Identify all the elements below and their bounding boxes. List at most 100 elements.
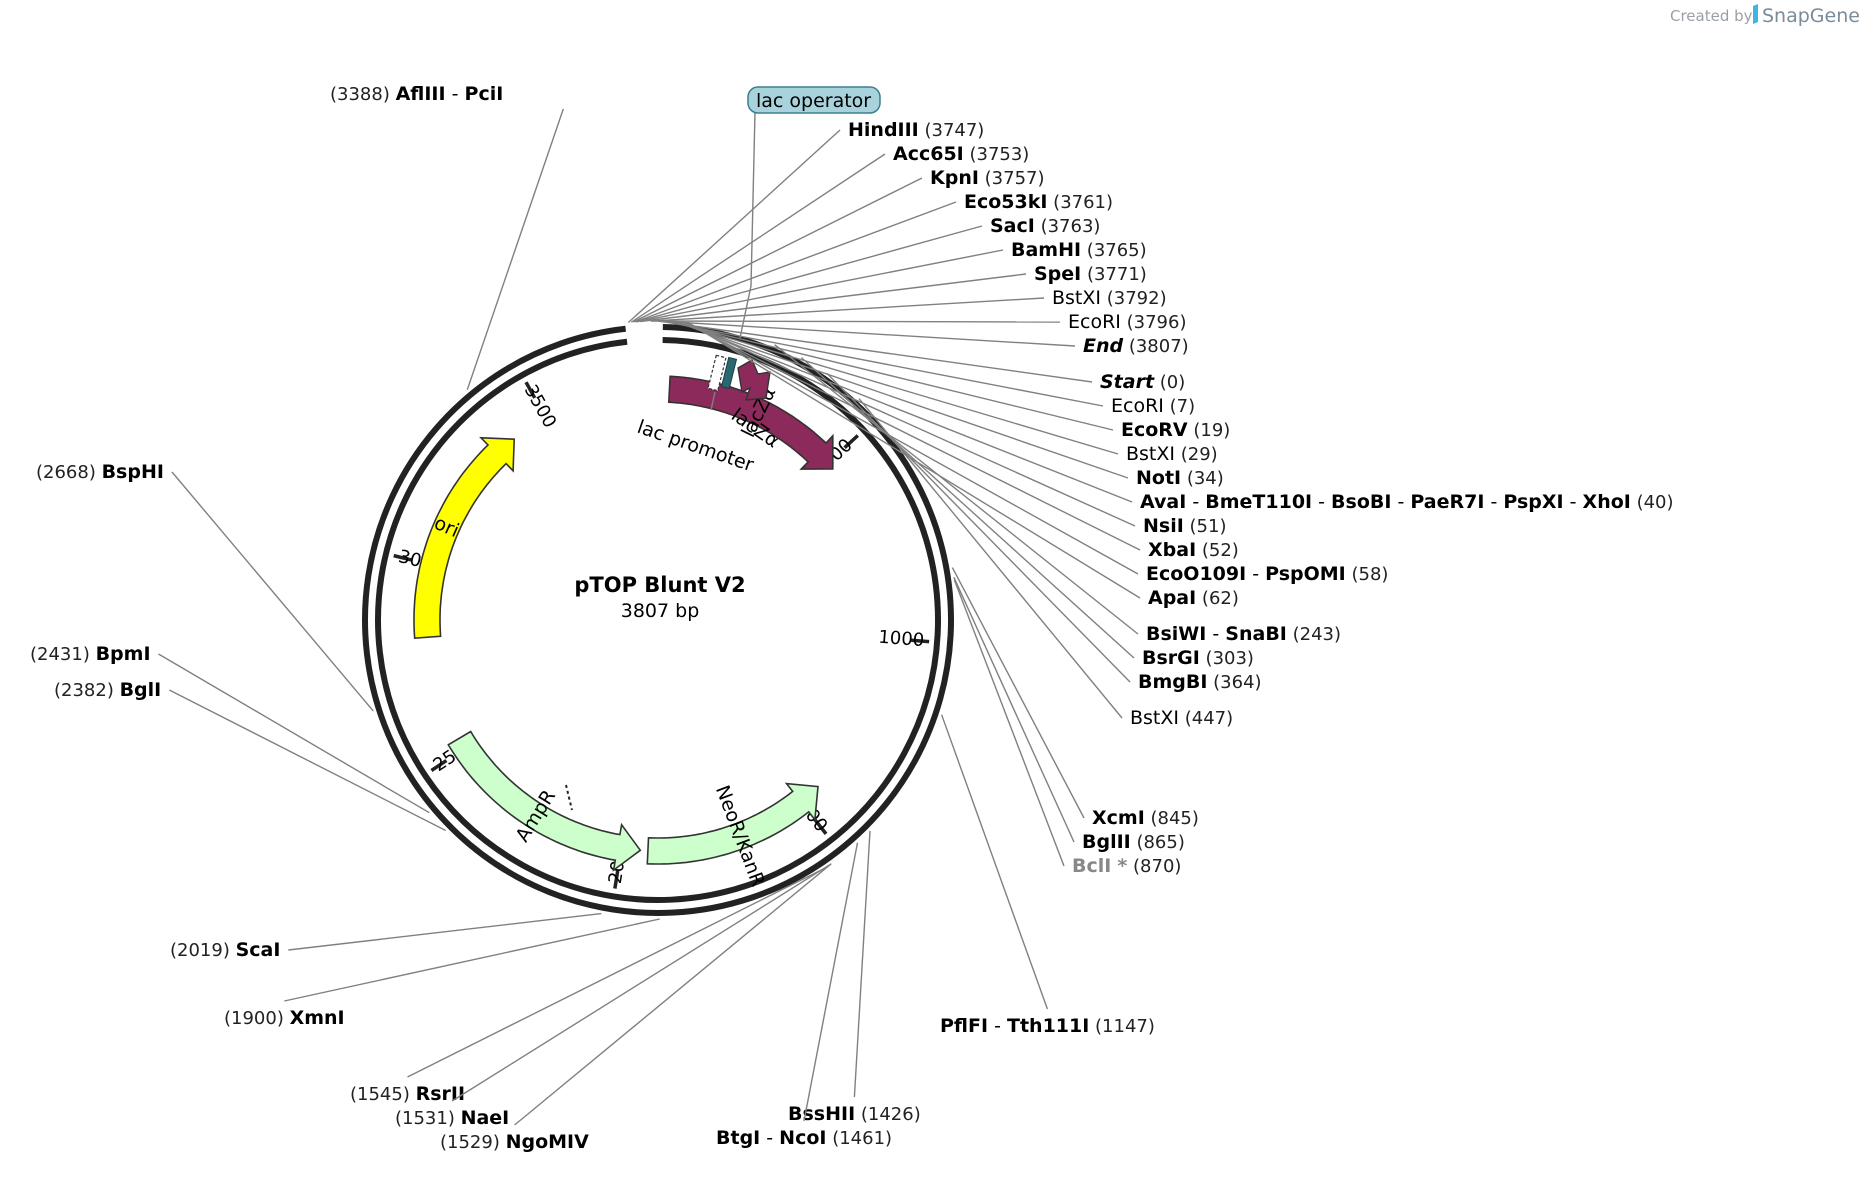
- enzyme-name: BpmI: [96, 643, 151, 665]
- site-separator: -: [1246, 563, 1265, 585]
- restriction-site[interactable]: BstXI (29): [672, 320, 1218, 465]
- restriction-site[interactable]: NotI (34): [674, 320, 1224, 490]
- site-position: (870): [1127, 856, 1181, 877]
- restriction-site[interactable]: SacI (3763): [636, 215, 1100, 323]
- lac-operator-label: lac operator: [756, 90, 871, 112]
- enzyme-name: EcoRV: [1121, 419, 1188, 441]
- restriction-site[interactable]: BglII (865): [953, 577, 1185, 853]
- site-separator: -: [988, 1015, 1007, 1037]
- restriction-site[interactable]: (2431) BpmI: [30, 643, 430, 814]
- enzyme-name: XmnI: [290, 1007, 345, 1029]
- restriction-site[interactable]: PflFI - Tth111I (1147): [940, 714, 1155, 1037]
- restriction-site[interactable]: (2668) BspHI: [36, 461, 374, 712]
- enzyme-name: BstXI: [1052, 287, 1101, 309]
- site-leader-line: [158, 653, 430, 814]
- site-position: (1545): [350, 1084, 416, 1105]
- enzyme-name: ApaI: [1148, 587, 1196, 609]
- ampr-arrow[interactable]: [447, 730, 642, 872]
- restriction-site[interactable]: HindIII (3747): [627, 119, 984, 324]
- enzyme-name: XhoI: [1583, 491, 1631, 513]
- site-leader-line: [826, 372, 1131, 683]
- restriction-site[interactable]: KpnI (3757): [633, 167, 1045, 323]
- ampr-divider: [565, 784, 573, 811]
- site-leader-line: [661, 320, 1104, 407]
- site-position: (1461): [826, 1128, 892, 1149]
- site-label: XbaI (52): [1148, 539, 1239, 561]
- restriction-site[interactable]: End (3807): [657, 320, 1189, 357]
- site-position: (447): [1179, 708, 1233, 729]
- restriction-site[interactable]: BtgI - NcoI (1461): [716, 842, 892, 1149]
- restriction-site[interactable]: BamHI (3765): [637, 239, 1147, 323]
- restriction-site[interactable]: BsiWI - SnaBI (243): [774, 344, 1341, 645]
- site-label: BstXI (447): [1130, 707, 1233, 729]
- restriction-site[interactable]: Eco53kI (3761): [635, 191, 1113, 323]
- site-label: HindIII (3747): [848, 119, 984, 141]
- site-position: (1900): [224, 1008, 290, 1029]
- restriction-site[interactable]: (2019) ScaI: [170, 912, 602, 961]
- enzyme-name: NaeI: [461, 1107, 510, 1129]
- enzyme-name: KpnI: [930, 167, 979, 189]
- lac-operator-feature[interactable]: lac operator: [739, 86, 881, 339]
- site-position: (52): [1196, 540, 1239, 561]
- restriction-site[interactable]: BstXI (447): [858, 398, 1233, 729]
- restriction-site[interactable]: XcmI (845): [951, 567, 1199, 829]
- restriction-site[interactable]: EcoRI (3796): [652, 311, 1187, 333]
- enzyme-name: Tth111I: [1007, 1015, 1089, 1037]
- site-position: (29): [1175, 444, 1218, 465]
- restriction-site[interactable]: SpeI (3771): [640, 263, 1147, 323]
- snapgene-watermark[interactable]: Created by SnapGene: [1670, 4, 1860, 27]
- ori-arrow[interactable]: [413, 436, 516, 640]
- site-position: (865): [1131, 832, 1185, 853]
- lac-operator-leader: [750, 111, 756, 287]
- restriction-site[interactable]: BclI * (870): [953, 579, 1181, 877]
- site-label: (3388) AflIII - PciI: [330, 83, 503, 105]
- lacZa-main-arrow[interactable]: [667, 375, 834, 470]
- site-position: (0): [1154, 372, 1185, 393]
- site-label: BamHI (3765): [1011, 239, 1147, 261]
- restriction-site[interactable]: BsrGI (303): [800, 357, 1254, 669]
- site-leader-line: [652, 320, 1061, 323]
- restriction-site[interactable]: EcoRV (19): [667, 320, 1230, 441]
- site-separator: -: [1391, 491, 1410, 513]
- restriction-site[interactable]: AvaI - BmeT110I - BsoBI - PaeR7I - PspXI…: [677, 321, 1674, 513]
- enzyme-name: EcoRI: [1068, 311, 1121, 333]
- restriction-site[interactable]: (3388) AflIII - PciI: [330, 83, 564, 390]
- site-leader-line: [677, 321, 1133, 503]
- restriction-site[interactable]: (1900) XmnI: [224, 918, 660, 1029]
- site-leader-line: [657, 320, 1093, 383]
- neokan-arrow[interactable]: [646, 782, 819, 865]
- restriction-site[interactable]: (1545) RsrII: [350, 867, 826, 1105]
- site-separator: -: [1312, 491, 1331, 513]
- enzyme-name: NcoI: [779, 1127, 826, 1149]
- site-leader-line: [466, 108, 564, 390]
- site-separator: -: [1564, 491, 1583, 513]
- lacza-small-arrow[interactable]: [737, 359, 771, 401]
- restriction-site[interactable]: NsiI (51): [682, 321, 1226, 537]
- site-position: (2382): [54, 680, 120, 701]
- restriction-site[interactable]: (1531) NaeI: [395, 863, 831, 1129]
- restriction-site[interactable]: BssHII (1426): [788, 830, 921, 1125]
- enzyme-name: EcoO109I: [1146, 563, 1246, 585]
- restriction-site[interactable]: EcoO109I - PspOMI (58): [686, 321, 1389, 585]
- restriction-site[interactable]: (1529) NgoMIV: [440, 863, 832, 1153]
- site-label: End (3807): [1083, 335, 1189, 357]
- restriction-site[interactable]: Acc65I (3753): [631, 143, 1030, 323]
- restriction-site[interactable]: EcoRI (7): [661, 320, 1196, 417]
- restriction-site[interactable]: BstXI (3792): [650, 287, 1167, 322]
- enzyme-name: PaeR7I: [1410, 491, 1484, 513]
- site-leader-line: [514, 863, 832, 1126]
- restriction-site[interactable]: Start (0): [657, 320, 1185, 393]
- site-position: (3753): [964, 144, 1030, 165]
- enzyme-name: BtgI: [716, 1127, 760, 1149]
- site-leader-line: [168, 689, 447, 832]
- restriction-site[interactable]: BmgBI (364): [826, 372, 1262, 693]
- enzyme-name: BglII: [1082, 831, 1131, 853]
- site-position: (1531): [395, 1108, 461, 1129]
- restriction-site[interactable]: (2382) BglI: [54, 679, 447, 832]
- restriction-site[interactable]: XbaI (52): [683, 321, 1239, 561]
- site-label: SacI (3763): [990, 215, 1100, 237]
- enzyme-name: NsiI: [1143, 515, 1184, 537]
- site-label: BmgBI (364): [1138, 671, 1262, 693]
- site-label: EcoRV (19): [1121, 419, 1230, 441]
